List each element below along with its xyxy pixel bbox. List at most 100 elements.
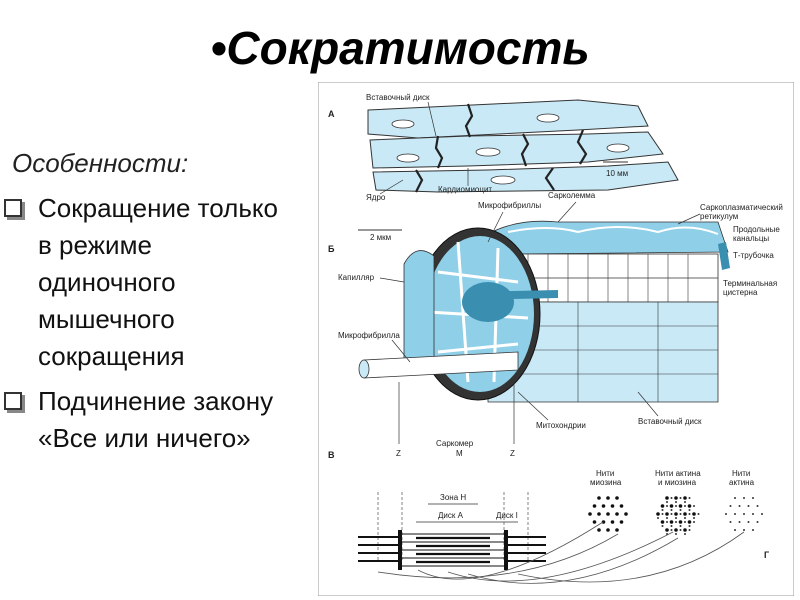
filament-dot xyxy=(688,509,691,511)
filament-dot xyxy=(601,504,606,508)
label-myofibrils: Микрофибриллы xyxy=(478,201,541,210)
filament-dot xyxy=(661,513,664,515)
filament-dot xyxy=(697,513,700,515)
filament-dot xyxy=(684,533,686,535)
label-i-disc: Диск I xyxy=(496,511,518,520)
filament-dot xyxy=(683,512,687,516)
filament-dot xyxy=(747,505,750,507)
filament-dot xyxy=(675,505,677,507)
filament-dot xyxy=(666,517,668,519)
filament-dot xyxy=(592,504,597,508)
filament-dot xyxy=(679,509,682,511)
filament-dot xyxy=(684,521,686,523)
panel-letter-v: В xyxy=(328,450,335,460)
filament-dot xyxy=(606,528,610,532)
filament-dot xyxy=(669,520,674,524)
filament-dot xyxy=(660,520,665,524)
cross-section-actin xyxy=(725,497,763,531)
filament-dot xyxy=(656,512,660,516)
sarcomere-diagram xyxy=(358,492,546,570)
filament-dot xyxy=(610,520,615,524)
label-actin-line2: актина xyxy=(729,478,755,487)
filament-dot xyxy=(674,512,678,516)
slide-title: •Сократимость xyxy=(210,22,590,74)
filament-dot xyxy=(679,513,682,515)
label-actin-line1: Нити xyxy=(732,469,750,478)
connector-curves xyxy=(377,521,745,584)
cardiomyocyte-network xyxy=(367,99,679,193)
label-a-disc: Диск А xyxy=(438,511,464,520)
label-capillary: Капилляр xyxy=(338,273,375,282)
filament-dot xyxy=(592,520,597,524)
filament-dot xyxy=(606,512,610,516)
filament-dot xyxy=(693,517,695,519)
filament-dot xyxy=(606,496,610,500)
filament-dot xyxy=(738,505,741,507)
filament-dot xyxy=(684,501,686,503)
panel-letter-a: А xyxy=(328,109,335,119)
filament-dot xyxy=(752,497,754,499)
filament-dot xyxy=(601,520,606,524)
label-t-tubule: Т-трубочка xyxy=(733,251,774,260)
filament-dot xyxy=(688,497,691,499)
label-scale-2: 2 мкм xyxy=(370,233,391,242)
label-h-zone: Зона Н xyxy=(440,493,466,502)
filament-dot xyxy=(688,525,691,527)
filament-dot xyxy=(665,512,669,516)
cross-section-actin-myosin xyxy=(656,496,700,535)
checkbox-bullet-icon xyxy=(4,392,22,410)
filament-dot xyxy=(666,501,668,503)
figure-svg: А Вставочный диск 10 мм Ядро Кардиомиоци… xyxy=(318,82,794,596)
filament-dot xyxy=(675,517,677,519)
filament-dot xyxy=(725,513,727,515)
filament-dot xyxy=(693,505,695,507)
bullet-text: Сокращение только в режиме одиночного мы… xyxy=(38,193,279,371)
filament-dot xyxy=(687,520,692,524)
filament-dot xyxy=(665,528,669,532)
filament-dot xyxy=(683,496,687,500)
filament-dot xyxy=(693,521,695,523)
filament-dot xyxy=(670,513,673,515)
filament-dot xyxy=(675,533,677,535)
filament-dot xyxy=(738,521,741,523)
filament-dot xyxy=(657,517,659,519)
bullet-item: Сокращение только в режиме одиночного мы… xyxy=(0,190,296,375)
filament-dot xyxy=(610,504,615,508)
filament-dot xyxy=(666,505,668,507)
filament-dot xyxy=(615,528,619,532)
label-cardiomyocyte: Кардиомиоцит xyxy=(438,185,492,194)
label-myofibril: Микрофибрилла xyxy=(338,331,400,340)
filament-dot xyxy=(761,513,763,515)
bullet-list: Сокращение только в режиме одиночного мы… xyxy=(0,190,296,465)
filament-dot xyxy=(674,528,678,532)
filament-dot xyxy=(619,520,624,524)
label-myosin-line2: миозина xyxy=(590,478,622,487)
filament-dot xyxy=(615,496,619,500)
filament-dot xyxy=(597,528,601,532)
filament-dot xyxy=(687,504,692,508)
filament-dot xyxy=(675,501,677,503)
label-longitudinal-line1: Продольные xyxy=(733,225,780,234)
filament-dot xyxy=(588,512,592,516)
filament-dot xyxy=(597,496,601,500)
filament-dot xyxy=(670,497,673,499)
subtitle: Особенности: xyxy=(12,148,189,178)
muscle-fibre-3d xyxy=(358,220,730,403)
label-intercalated-disc-bottom: Вставочный диск xyxy=(638,417,702,426)
label-sr-line1: Саркоплазматический xyxy=(700,203,783,212)
filament-dot xyxy=(679,497,682,499)
filament-dot xyxy=(678,504,683,508)
cardiac-muscle-figure: А Вставочный диск 10 мм Ядро Кардиомиоци… xyxy=(318,82,794,596)
label-longitudinal-line2: канальцы xyxy=(733,234,769,243)
filament-dot xyxy=(675,521,677,523)
filament-dot xyxy=(692,512,696,516)
label-z-left: Z xyxy=(396,449,401,458)
filament-dot xyxy=(674,496,678,500)
filament-dot xyxy=(747,521,750,523)
filament-dot xyxy=(756,521,759,523)
filament-dot xyxy=(665,496,669,500)
filament-dot xyxy=(670,529,673,531)
label-mitochondria: Митохондрии xyxy=(536,421,586,430)
bullet-text: Подчинение закону «Все или ничего» xyxy=(38,386,274,453)
cross-section-myosin xyxy=(588,496,628,532)
